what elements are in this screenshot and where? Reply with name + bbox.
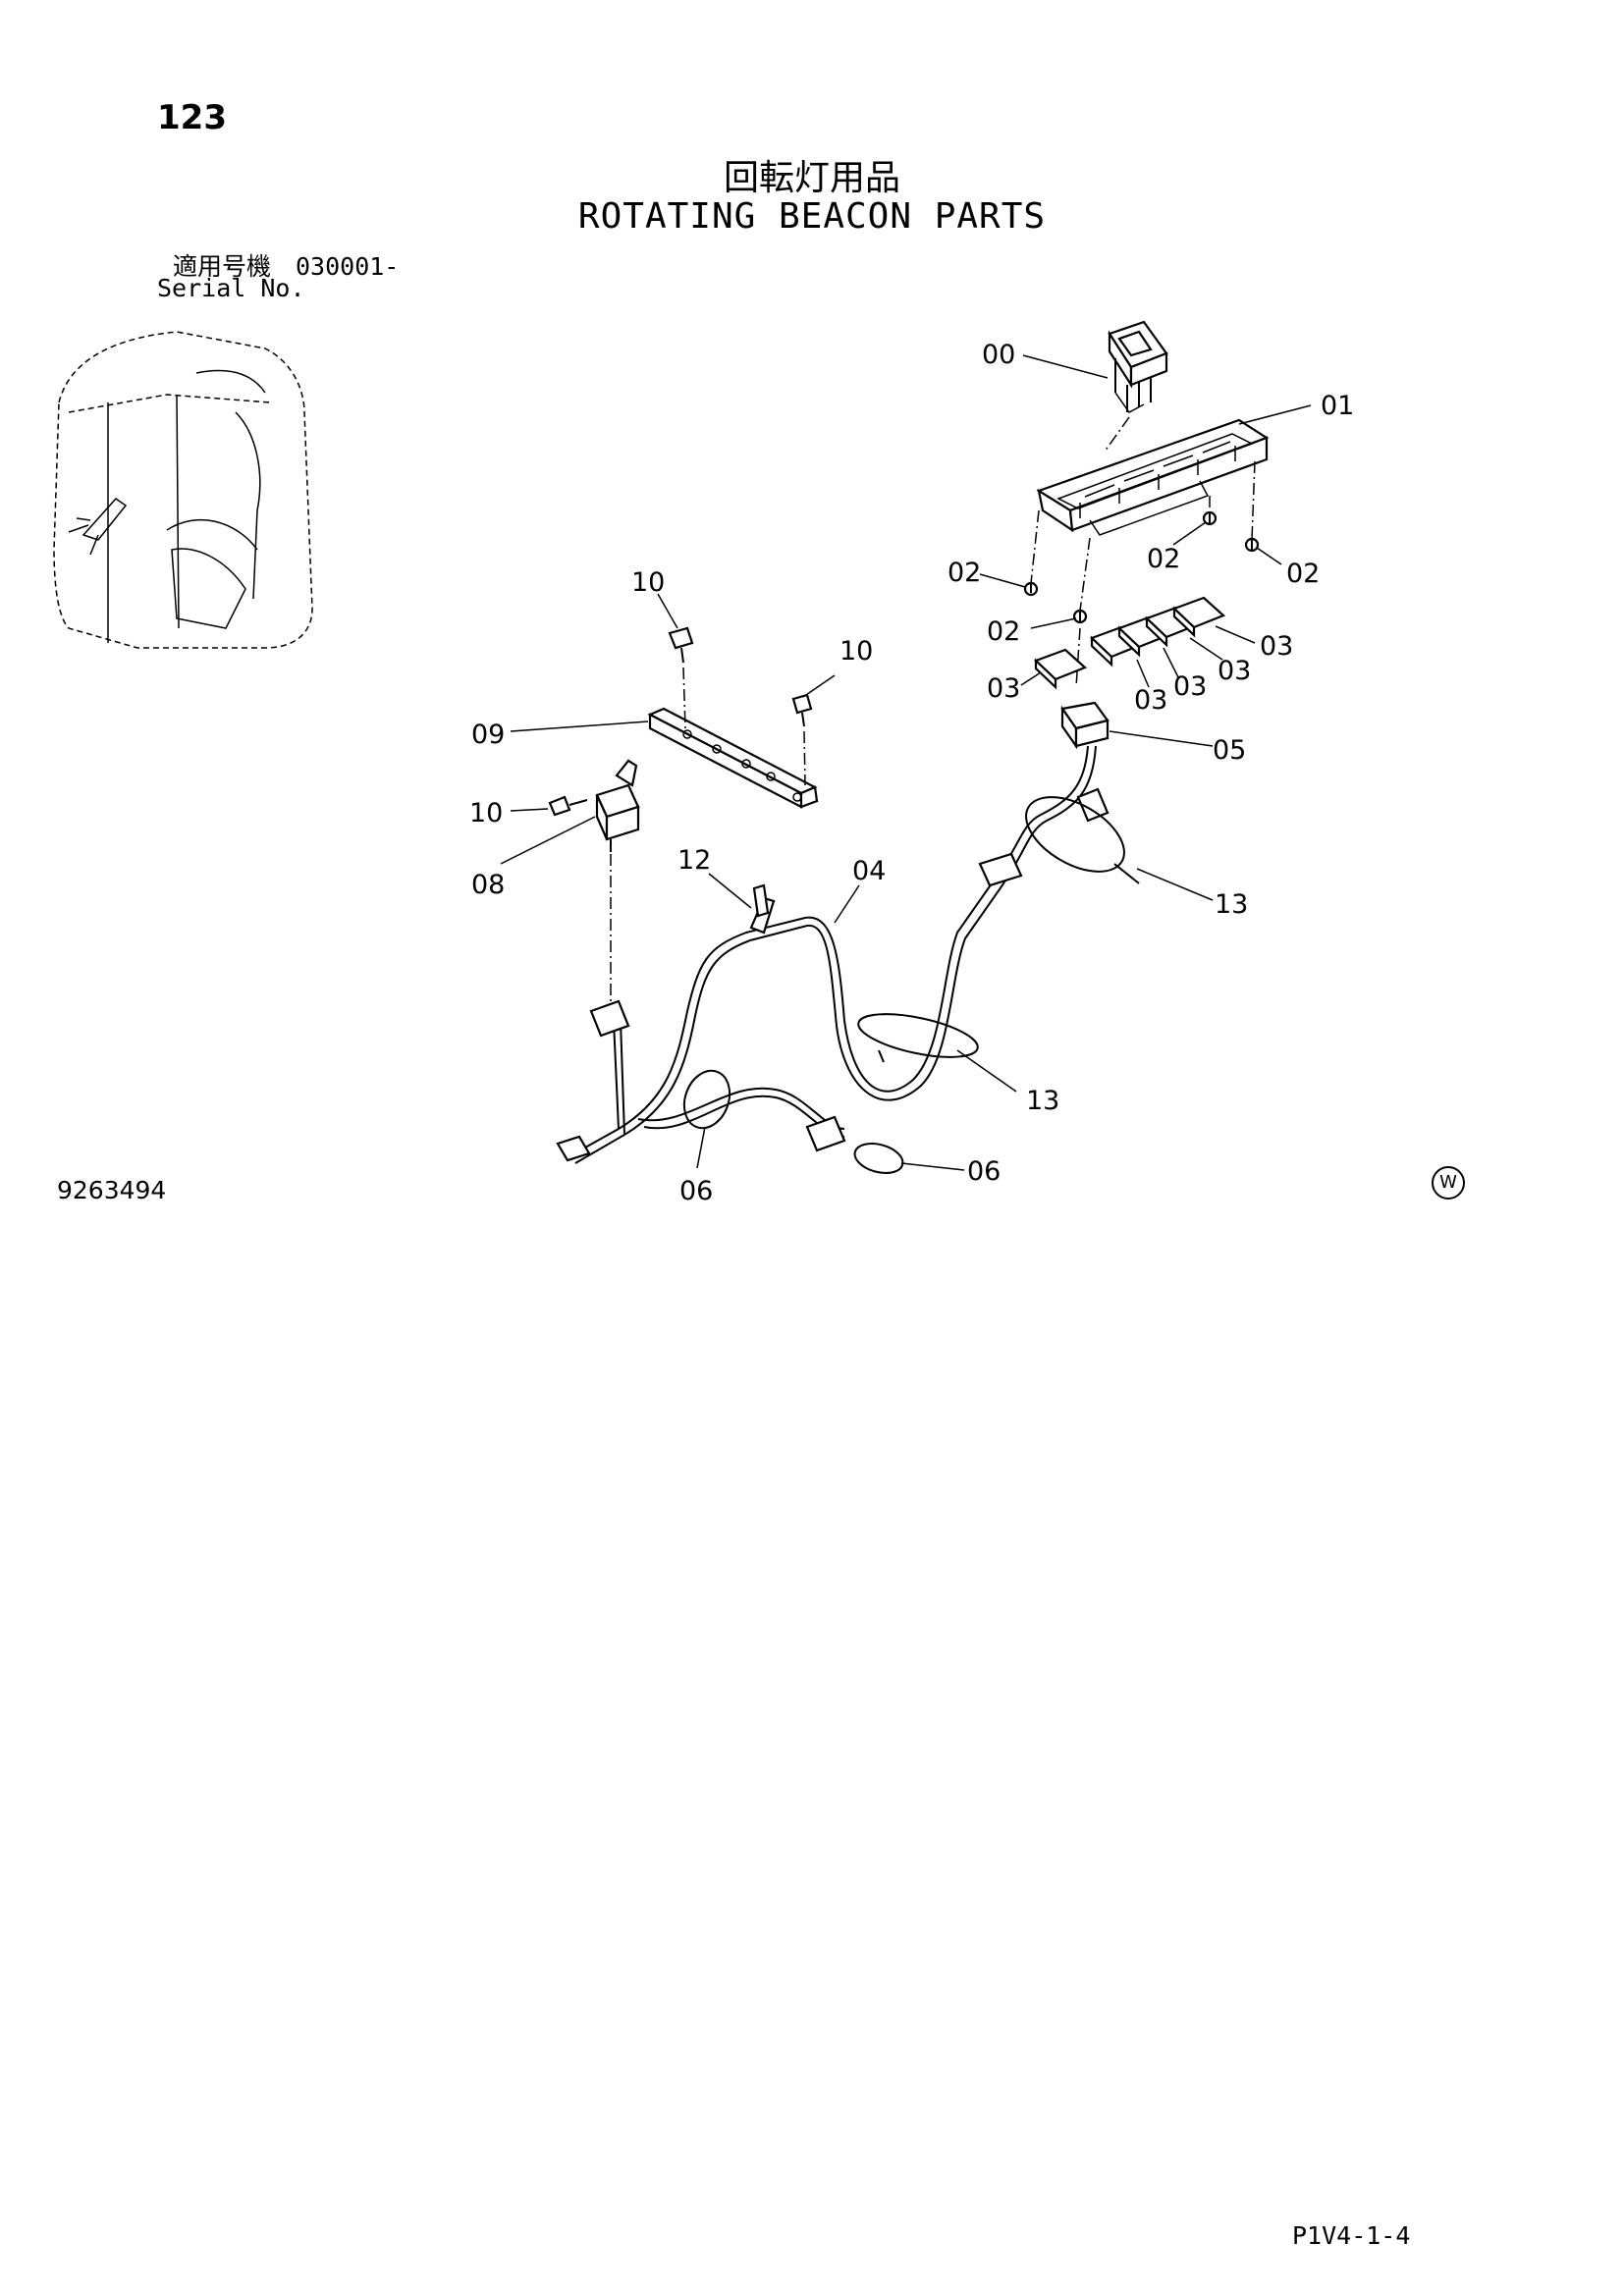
part-04-wiring-harness: [556, 745, 1110, 1164]
page-title: ROTATING BEACON PARTS: [577, 196, 1047, 237]
drawing-number: 9263494: [57, 1176, 167, 1204]
page-code: P1V4-1-4: [1292, 2221, 1411, 2250]
part-06-clamps: [682, 1069, 904, 1174]
callout-02: 02: [1286, 559, 1320, 589]
callout-05: 05: [1213, 735, 1246, 766]
callout-10: 10: [469, 798, 503, 828]
part-09-bracket: [647, 707, 819, 809]
cab-location-thumbnail: [53, 331, 313, 649]
callout-09: 09: [471, 720, 505, 750]
part-02-screws: [1023, 510, 1260, 624]
callout-02: 02: [1147, 544, 1180, 574]
callout-01: 01: [1321, 391, 1354, 421]
callout-03: 03: [1218, 656, 1251, 686]
part-01-switch-panel: [1036, 418, 1270, 536]
callout-08: 08: [471, 870, 505, 900]
leader-lines: [500, 354, 1312, 1171]
part-13-cable-ties: [857, 796, 1140, 1063]
callout-03: 03: [1134, 685, 1167, 716]
callout-03: 03: [987, 673, 1020, 704]
part-03-blank-covers: [1033, 596, 1226, 690]
callout-10: 10: [631, 567, 665, 598]
callout-10: 10: [839, 636, 873, 667]
serial-number-label: Serial No.: [157, 274, 305, 302]
page-title-japanese: 回転灯用品: [723, 158, 900, 198]
callout-03: 03: [1173, 671, 1207, 702]
callout-02: 02: [947, 558, 981, 588]
callout-12: 12: [677, 845, 711, 876]
callout-02: 02: [987, 616, 1020, 647]
callout-13: 13: [1026, 1086, 1059, 1116]
callout-04: 04: [852, 856, 886, 886]
part-00-rocker-switch: [1108, 320, 1168, 413]
page-number: 123: [157, 98, 227, 137]
part-05-connector: [1060, 701, 1110, 750]
callout-06: 06: [679, 1176, 713, 1206]
callout-06: 06: [967, 1156, 1001, 1187]
callout-00: 00: [982, 340, 1015, 370]
serial-applicability-japanese: 適用号機 030001-: [173, 252, 400, 281]
part-12-clip: [752, 883, 770, 918]
part-10-bolts: [548, 626, 813, 817]
callout-labels: 00 01 02 02 02 02 03 03 03 03 03 04 05 0…: [469, 340, 1354, 1206]
w-mark-icon: W: [1432, 1166, 1465, 1200]
part-08-relay: [595, 759, 640, 852]
callout-03: 03: [1260, 631, 1293, 662]
callout-13: 13: [1215, 889, 1248, 920]
